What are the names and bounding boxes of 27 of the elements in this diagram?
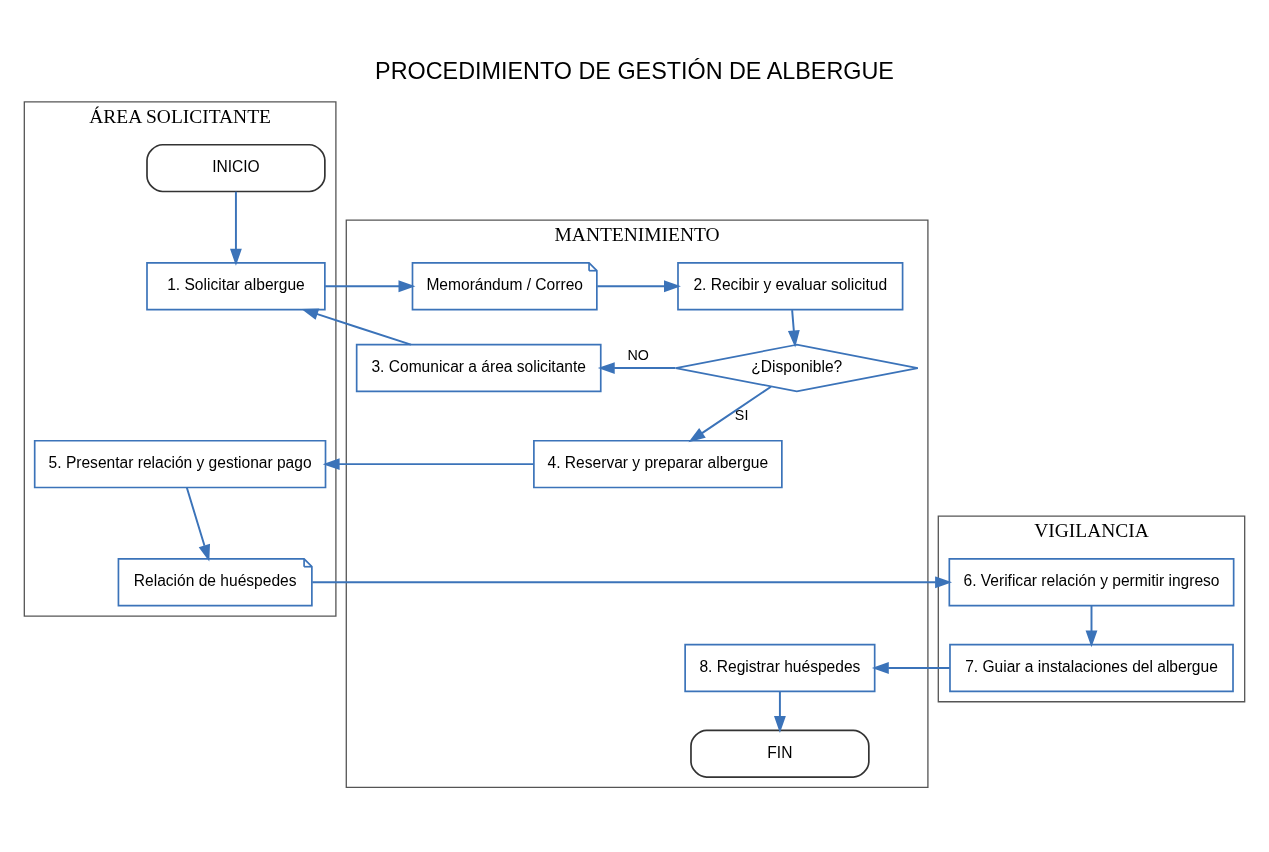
- node-box: FIN: [690, 728, 870, 778]
- arrow: [230, 190, 242, 266]
- arrow: [1085, 604, 1098, 647]
- arrow: [324, 279, 416, 292]
- arrow: [596, 279, 681, 292]
- node-box: 1. Solicitar albergue: [146, 261, 326, 310]
- edge-label: NO: [627, 346, 649, 363]
- node-box: 3. Comunicar a área solicitante: [355, 343, 602, 392]
- arrow: [322, 457, 535, 470]
- node-box: 2. Recibir y evaluar solicitud: [677, 261, 904, 310]
- node-box: 6. Verificar relación y permitir ingreso: [948, 557, 1235, 606]
- node-box: 5. Presentar relación y gestionar pago: [33, 439, 327, 488]
- node-box: 7. Guiar a instalaciones del albergue: [949, 643, 1234, 692]
- arrow: [774, 690, 786, 733]
- node-diamond: ¿Disponible?: [674, 343, 919, 392]
- edge-label: SI: [734, 406, 749, 423]
- arrow: [688, 385, 772, 442]
- arrow: [597, 361, 677, 374]
- node-box: 8. Registrar huéspedes: [684, 643, 876, 692]
- arrow: [185, 486, 211, 562]
- arrow: [311, 575, 952, 588]
- node-box: 4. Reservar y preparar albergue: [533, 439, 783, 488]
- arrow: [871, 661, 951, 674]
- node-box: INICIO: [146, 143, 326, 192]
- arrow: [787, 308, 800, 347]
- diagram-title: PROCEDIMIENTO DE GESTIÓN DE ALBERGUE: [375, 57, 894, 84]
- arrow: [301, 308, 412, 346]
